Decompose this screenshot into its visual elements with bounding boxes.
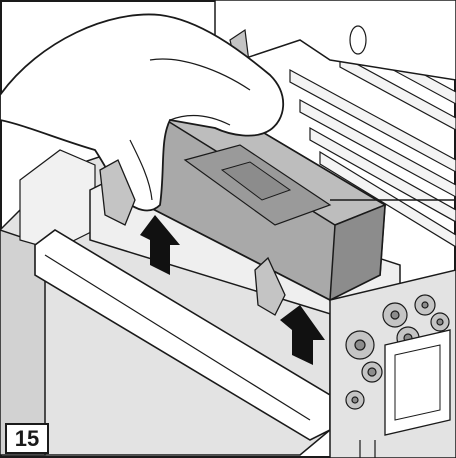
right-bracket xyxy=(384,329,451,436)
up-arrow-icon xyxy=(140,215,180,275)
latch-left xyxy=(99,159,136,226)
top-spring xyxy=(349,25,367,55)
latch-right xyxy=(254,256,286,316)
front-handle-inner xyxy=(44,254,311,421)
step-number-badge: 15 xyxy=(5,423,49,454)
up-arrow-icon xyxy=(280,305,325,365)
gear-icon xyxy=(345,294,450,410)
right-bracket-inner xyxy=(394,344,441,421)
hand-icon xyxy=(0,13,285,212)
hand-finger-lines xyxy=(129,58,251,201)
